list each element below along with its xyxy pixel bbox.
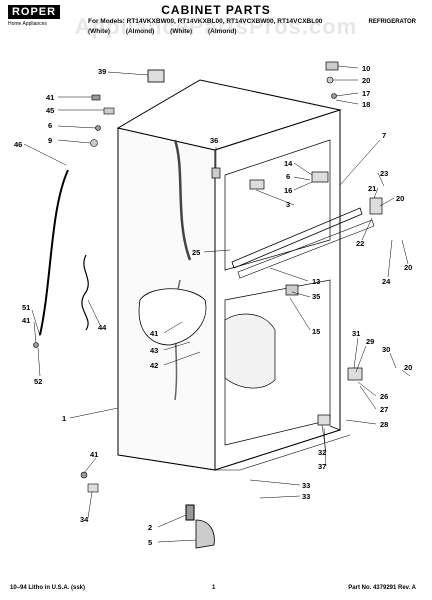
callout-52: 52 [34, 377, 42, 386]
callout-16: 16 [284, 186, 292, 195]
callout-20-c: 20 [404, 263, 412, 272]
callout-7: 7 [382, 131, 386, 140]
callout-9: 9 [48, 136, 52, 145]
callout-23: 23 [380, 169, 388, 178]
callout-42: 42 [150, 361, 158, 370]
callout-13: 13 [312, 277, 320, 286]
callout-18: 18 [362, 100, 370, 109]
callout-39: 39 [98, 67, 106, 76]
callout-17: 17 [362, 89, 370, 98]
callout-6-left: 6 [48, 121, 52, 130]
callout-41-mid: 41 [22, 316, 30, 325]
document-type: REFRIGERATOR [368, 19, 416, 25]
callout-36: 36 [210, 136, 218, 145]
callout-14: 14 [284, 159, 293, 168]
callout-46: 46 [14, 140, 22, 149]
page-title: CABINET PARTS [161, 3, 271, 17]
callout-44: 44 [98, 323, 107, 332]
callout-24: 24 [382, 277, 391, 286]
callout-numbers: 39 10 20 17 18 41 45 6 9 46 36 7 14 6 16… [14, 64, 412, 547]
callout-33-a: 33 [302, 481, 310, 490]
brand-tagline: Home Appliances [8, 21, 47, 27]
cabinet-outline [33, 61, 383, 549]
callout-45: 45 [46, 106, 54, 115]
callout-51: 51 [22, 303, 30, 312]
callout-29: 29 [366, 337, 374, 346]
callout-27: 27 [380, 405, 388, 414]
callout-21: 21 [368, 184, 376, 193]
callout-28: 28 [380, 420, 388, 429]
callout-32: 32 [318, 448, 326, 457]
model-list: For Models: RT14VKXBW00, RT14VKXBL00, RT… [88, 18, 323, 25]
callout-22: 22 [356, 239, 364, 248]
model-colors: (White) (Almond) (White) (Almond) [88, 28, 237, 35]
brand-logo: ROPER [8, 5, 60, 19]
callout-31: 31 [352, 329, 360, 338]
callout-33-b: 33 [302, 492, 310, 501]
callout-41-bottom: 41 [90, 450, 98, 459]
callout-2: 2 [148, 523, 152, 532]
part-number: Part No. 4379291 Rev. A [348, 585, 416, 591]
callout-15: 15 [312, 327, 320, 336]
callout-41-top: 41 [46, 93, 54, 102]
callout-37: 37 [318, 462, 326, 471]
callout-35: 35 [312, 292, 320, 301]
callout-25: 25 [192, 248, 200, 257]
callout-41-inner: 41 [150, 329, 158, 338]
callout-30: 30 [382, 345, 390, 354]
leader-lines [23, 65, 411, 543]
callout-5: 5 [148, 538, 152, 547]
callout-43: 43 [150, 346, 158, 355]
callout-1: 1 [62, 414, 66, 423]
callout-3: 3 [286, 200, 290, 209]
callout-6-right: 6 [286, 172, 290, 181]
callout-20-b: 20 [396, 194, 404, 203]
page-number: 1 [212, 585, 216, 591]
callout-34: 34 [80, 515, 89, 524]
callout-26: 26 [380, 392, 388, 401]
callout-10: 10 [362, 64, 370, 73]
callout-20: 20 [362, 76, 370, 85]
litho-note: 10–94 Litho in U.S.A. (ssk) [10, 585, 86, 591]
callout-20-d: 20 [404, 363, 412, 372]
